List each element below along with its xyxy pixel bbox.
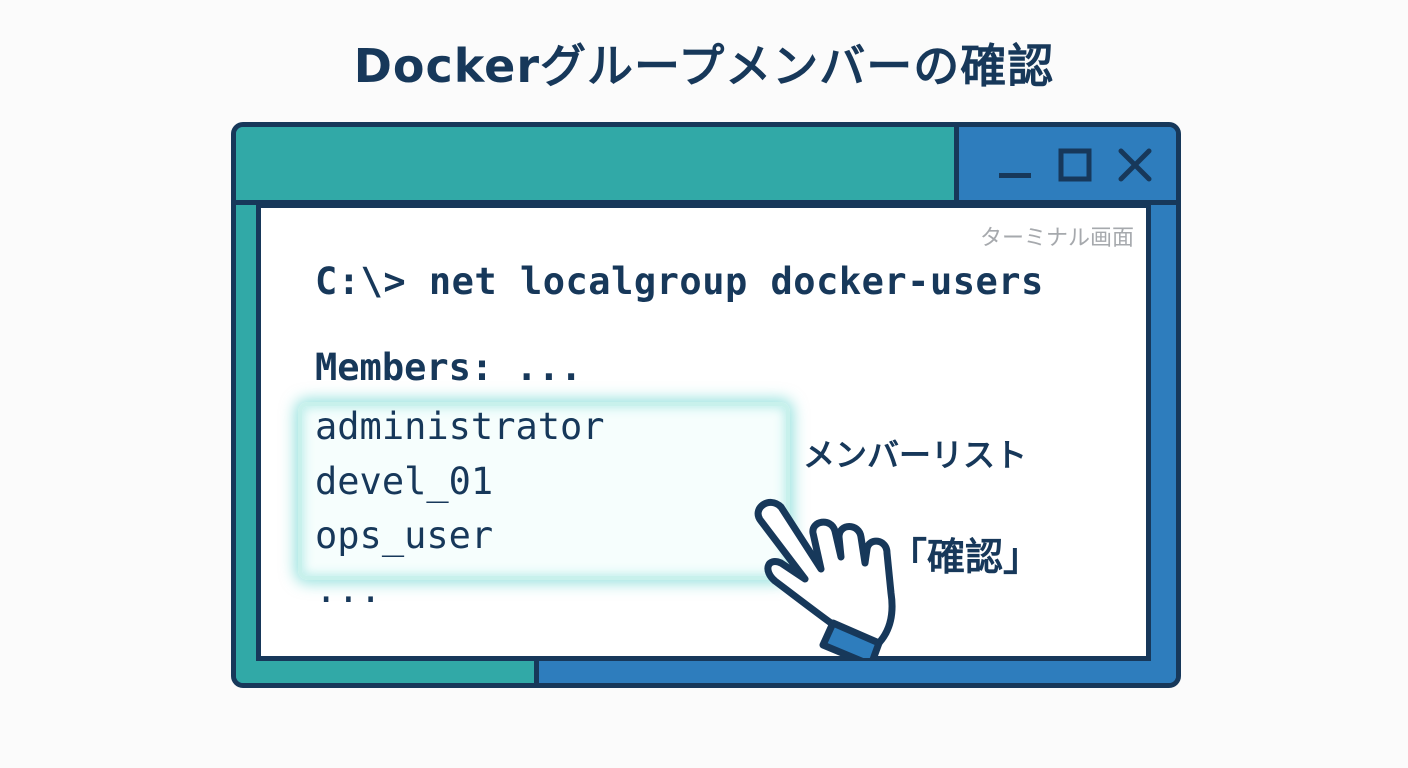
- member-item: administrator: [315, 405, 605, 448]
- window-titlebar[interactable]: [236, 127, 954, 202]
- terminal-window: ターミナル画面 C:\> net localgroup docker-users…: [231, 122, 1181, 688]
- terminal-screen[interactable]: ターミナル画面 C:\> net localgroup docker-users…: [256, 203, 1151, 661]
- command-line: C:\> net localgroup docker-users: [315, 260, 1044, 303]
- confirm-annotation: 「確認」: [889, 535, 1042, 579]
- terminal-label: ターミナル画面: [979, 226, 1134, 251]
- window-controls: [954, 127, 1176, 202]
- window-frame-left: [236, 205, 256, 665]
- pointing-hand-icon: [754, 498, 896, 658]
- close-icon[interactable]: [1115, 145, 1155, 185]
- window-frame-bottom-right: [534, 657, 1176, 683]
- minimize-icon[interactable]: [995, 145, 1035, 185]
- member-item: ops_user: [315, 514, 494, 557]
- member-list-annotation: メンバーリスト: [803, 436, 1028, 474]
- maximize-icon[interactable]: [1055, 145, 1095, 185]
- titlebar-divider: [236, 200, 1176, 205]
- window-frame-bottom-left: [236, 657, 534, 683]
- page-title: Dockerグループメンバーの確認: [353, 39, 1055, 93]
- output-ellipsis: ...: [315, 568, 382, 611]
- member-item: devel_01: [315, 460, 494, 503]
- member-list-highlight: [298, 402, 790, 580]
- members-header: Members: ...: [315, 346, 583, 389]
